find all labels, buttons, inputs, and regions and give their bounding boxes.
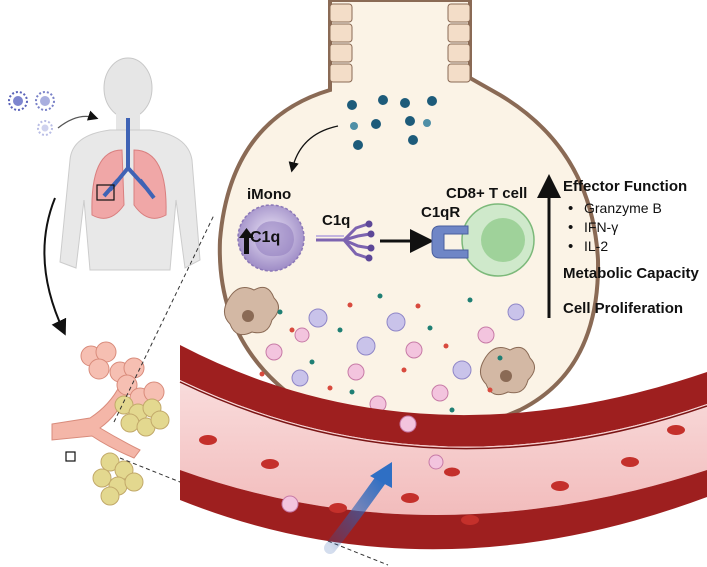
metabolic-capacity-label: Metabolic Capacity bbox=[563, 265, 699, 282]
effector-item: IFN-γ bbox=[568, 218, 662, 237]
c1qr-label: C1qR bbox=[421, 204, 461, 221]
up-arrow-icon bbox=[239, 228, 254, 254]
effector-item: IL-2 bbox=[568, 237, 662, 256]
alveoli-cluster-icon bbox=[51, 341, 170, 506]
lungs-icon bbox=[91, 118, 167, 219]
zoom-dashed-line-upper bbox=[113, 214, 215, 423]
effector-list: Granzyme B IFN-γ IL-2 bbox=[568, 199, 662, 256]
effector-function-heading: Effector Function bbox=[563, 178, 688, 195]
alveolus-zoom-box bbox=[65, 451, 76, 462]
imono-monocyte bbox=[237, 204, 305, 272]
c1q-receptor-icon bbox=[431, 225, 469, 259]
imono-label: iMono bbox=[247, 186, 292, 203]
lung-zoom-box bbox=[96, 184, 115, 201]
macrophage-icon bbox=[224, 286, 279, 336]
blood-vessel bbox=[179, 345, 707, 550]
virus-to-monocyte-arrow bbox=[288, 125, 339, 173]
macrophage-icon bbox=[480, 346, 535, 396]
virus-cluster-icon bbox=[347, 95, 437, 150]
cell-proliferation-label: Cell Proliferation bbox=[563, 300, 684, 317]
c1q-in-monocyte-label: C1q bbox=[250, 229, 281, 246]
c1q-label: C1q bbox=[322, 212, 351, 229]
zoom-down-arrow bbox=[43, 197, 67, 336]
virus-particles-icon bbox=[8, 91, 55, 136]
cd8-t-cell bbox=[461, 203, 535, 277]
effector-item: Granzyme B bbox=[568, 199, 662, 218]
human-torso-figure bbox=[59, 57, 201, 271]
transmigration-arrow bbox=[324, 472, 388, 554]
zoom-dashed-line-lower bbox=[119, 457, 389, 566]
inhalation-arrow bbox=[57, 110, 99, 129]
c1q-molecule-icon bbox=[316, 222, 371, 260]
cd8-t-cell-label: CD8+ T cell bbox=[446, 185, 528, 202]
